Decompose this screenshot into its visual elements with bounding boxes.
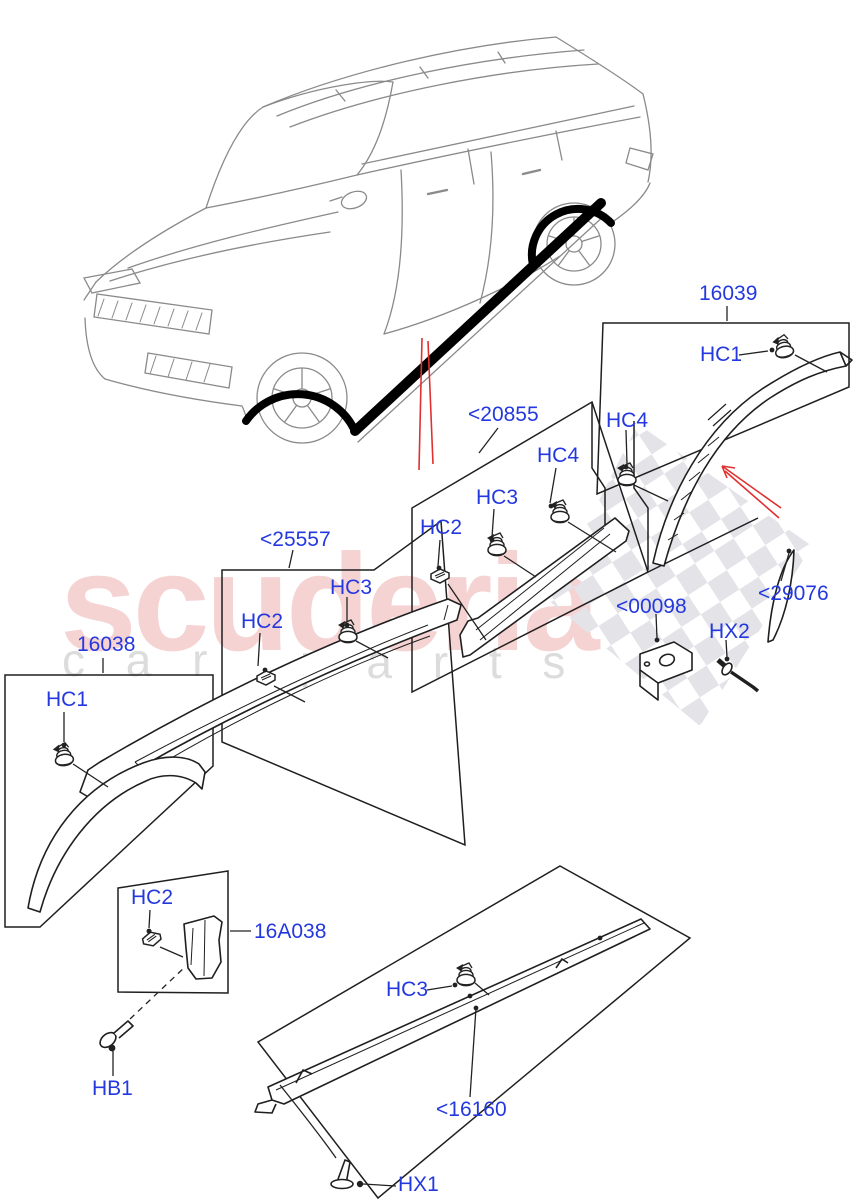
- box-16160: [256, 865, 692, 1200]
- part-door-moulding-25557: [79, 598, 462, 799]
- fastener-label-hx1[interactable]: HX1: [398, 1173, 439, 1196]
- part-sill-moulding: [254, 918, 651, 1114]
- box-16039: [596, 322, 850, 496]
- part-label-25557[interactable]: <25557: [260, 528, 331, 551]
- leader-lines: [61, 306, 828, 1187]
- fastener-label-hc3-front[interactable]: HC3: [330, 576, 373, 599]
- car-illustration: [83, 36, 654, 444]
- assembly-boxes: [4, 322, 850, 1200]
- part-front-arch-moulding: [27, 756, 206, 913]
- part-rear-arch-moulding: [652, 351, 853, 567]
- part-hx1-pin: [330, 1159, 364, 1190]
- fastener-label-hc2-flap[interactable]: HC2: [131, 886, 174, 909]
- part-label-16a038[interactable]: 16A038: [254, 920, 327, 943]
- clip-hc1-rear-icon: [770, 332, 796, 361]
- fastener-label-hc1-front[interactable]: HC1: [46, 688, 89, 711]
- red-pointer-lines: [418, 337, 782, 519]
- box-16038: [4, 674, 214, 928]
- fastener-label-hc2-front[interactable]: HC2: [241, 610, 284, 633]
- clip-hc2-flap-icon: [140, 926, 163, 949]
- part-label-16039[interactable]: 16039: [699, 282, 758, 305]
- part-door-moulding-20855: [459, 517, 630, 658]
- fastener-label-hb1[interactable]: HB1: [92, 1077, 133, 1100]
- fastener-label-hc3-mid[interactable]: HC3: [476, 486, 519, 509]
- clip-hc3-sill-icon: [455, 962, 476, 987]
- part-label-20855[interactable]: <20855: [468, 403, 539, 426]
- fastener-label-hc4-rear[interactable]: HC4: [606, 409, 649, 432]
- leader-dots: [61, 347, 792, 1011]
- part-label-00098[interactable]: <00098: [616, 595, 687, 618]
- watermark-word-car: c a r: [62, 634, 221, 686]
- fastener-label-hc1-rear[interactable]: HC1: [700, 343, 743, 366]
- box-16a038: [117, 870, 229, 994]
- fastener-label-hc4-mid[interactable]: HC4: [537, 444, 580, 467]
- part-drawings: [27, 351, 853, 1190]
- part-bracket-00098: [639, 641, 693, 701]
- part-label-16160[interactable]: <16160: [436, 1098, 507, 1121]
- part-hx2-rivet: [716, 658, 760, 693]
- clip-hc4-mid-icon: [549, 499, 570, 524]
- part-hb1-pin: [99, 1020, 134, 1052]
- fastener-label-hc2-mid[interactable]: HC2: [420, 516, 463, 539]
- part-29076-trim: [767, 549, 795, 643]
- part-label-16038[interactable]: 16038: [77, 633, 136, 656]
- box-20855: [411, 400, 649, 694]
- box-step-edges: [591, 402, 649, 570]
- fastener-label-hx2[interactable]: HX2: [709, 620, 750, 643]
- highlighted-side-mouldings: [242, 198, 615, 436]
- part-mudflap: [183, 915, 223, 980]
- watermark-checker-flag: [548, 424, 812, 726]
- fastener-label-hc3-sill[interactable]: HC3: [386, 978, 429, 1001]
- part-label-29076[interactable]: <29076: [758, 582, 829, 605]
